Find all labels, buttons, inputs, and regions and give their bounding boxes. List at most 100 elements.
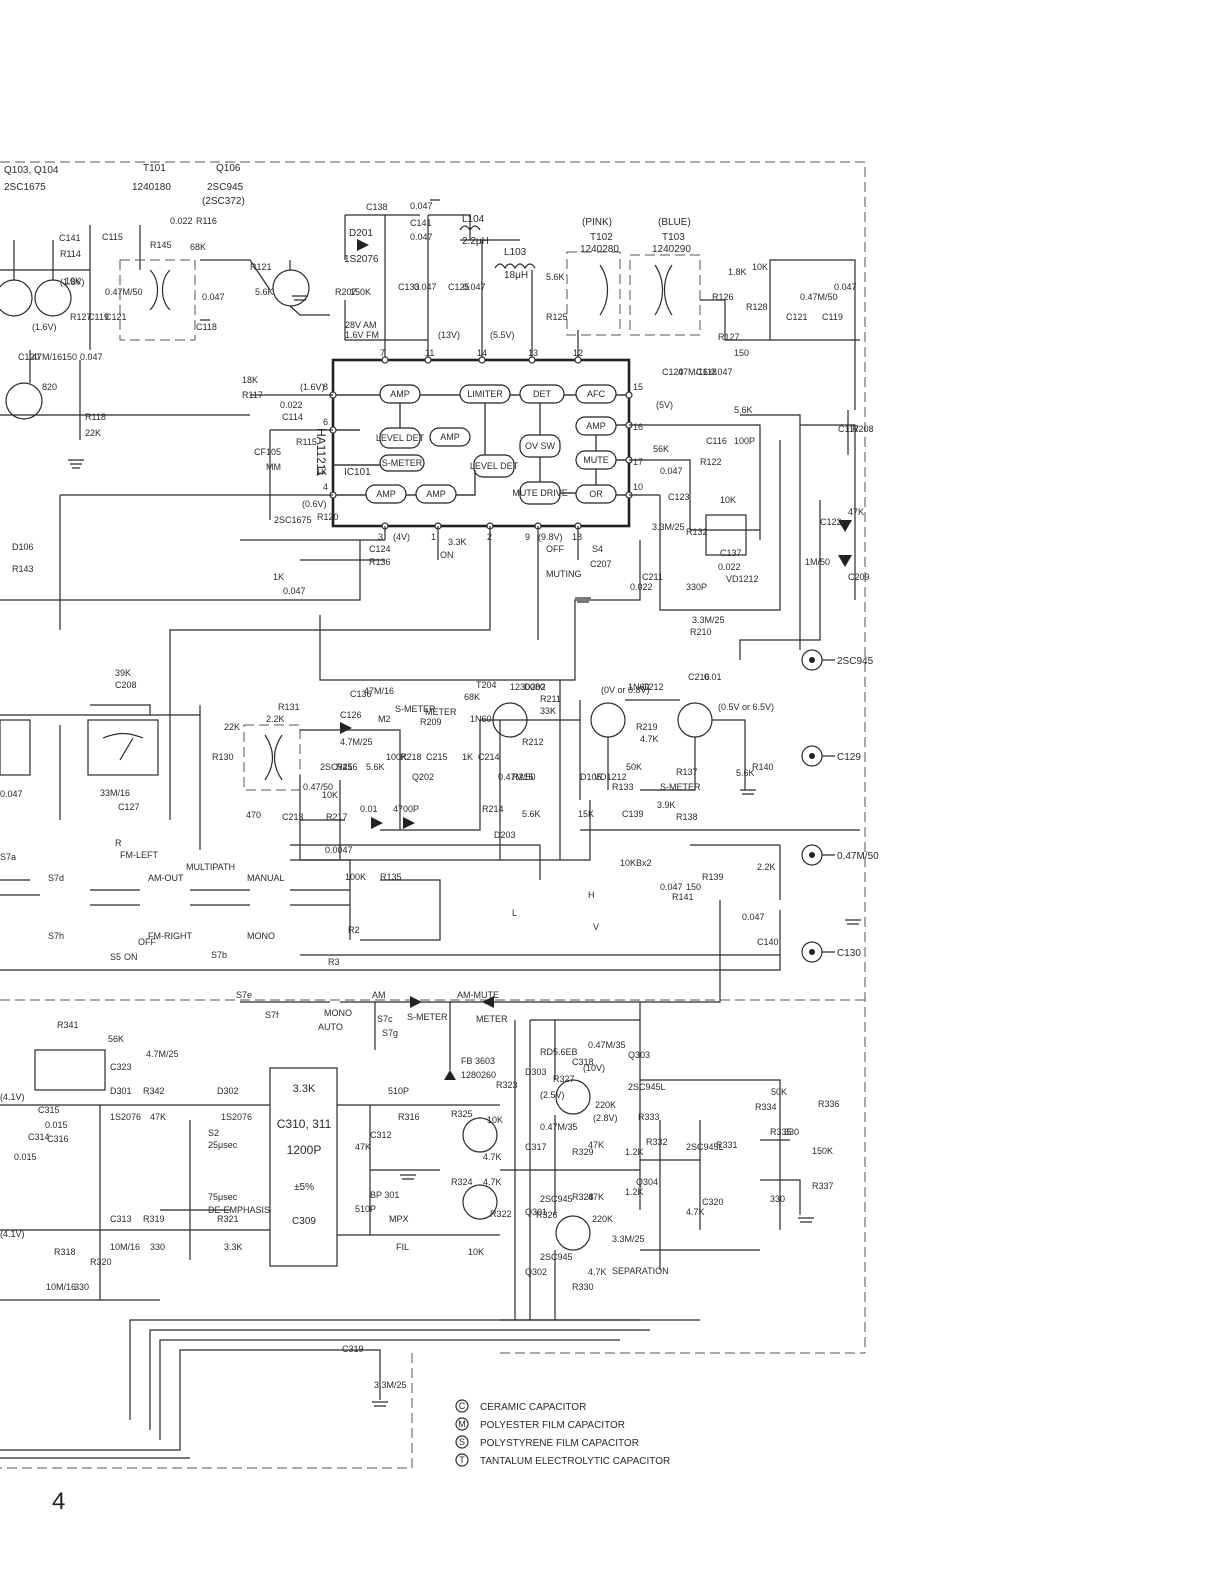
q302-transistor — [462, 1184, 498, 1220]
svg-text:D105: D105 — [580, 772, 602, 782]
svg-text:R131: R131 — [278, 702, 300, 712]
svg-text:T204: T204 — [476, 680, 497, 690]
svg-text:47K: 47K — [355, 1142, 371, 1152]
svg-text:0.047: 0.047 — [463, 282, 486, 292]
svg-text:IC101: IC101 — [344, 467, 371, 478]
svg-text:Q106: Q106 — [216, 163, 241, 174]
svg-text:D201: D201 — [349, 228, 373, 239]
svg-text:S2: S2 — [208, 1128, 219, 1138]
svg-text:1N60: 1N60 — [628, 682, 650, 692]
svg-text:R325: R325 — [451, 1109, 473, 1119]
ic-peripheral-wiring: 18K R117 0.022 C114 R115 1K CF105 MM 2SC… — [0, 375, 874, 820]
svg-text:M2: M2 — [378, 714, 391, 724]
svg-text:Q202: Q202 — [412, 772, 434, 782]
svg-text:1S2076: 1S2076 — [110, 1112, 141, 1122]
svg-text:C320: C320 — [702, 1197, 724, 1207]
svg-text:R145: R145 — [150, 240, 172, 250]
svg-text:HA11211: HA11211 — [314, 428, 328, 477]
svg-text:D301: D301 — [110, 1086, 132, 1096]
svg-text:1.8K: 1.8K — [728, 267, 747, 277]
svg-text:L: L — [512, 908, 517, 918]
svg-text:C208: C208 — [115, 680, 137, 690]
svg-text:C211: C211 — [642, 572, 663, 582]
svg-text:S7h: S7h — [48, 931, 64, 941]
svg-text:2.2μH: 2.2μH — [462, 236, 489, 247]
svg-text:(2SC372): (2SC372) — [202, 196, 245, 207]
svg-text:11: 11 — [425, 348, 434, 358]
svg-text:C119: C119 — [822, 312, 843, 322]
svg-text:68K: 68K — [190, 242, 206, 252]
svg-text:C319: C319 — [342, 1344, 364, 1354]
svg-text:4: 4 — [323, 482, 328, 492]
svg-text:1200P: 1200P — [287, 1143, 322, 1157]
svg-text:R2: R2 — [348, 925, 360, 935]
svg-text:S7g: S7g — [382, 1028, 398, 1038]
svg-text:R122: R122 — [700, 457, 722, 467]
svg-text:1K: 1K — [273, 572, 284, 582]
svg-text:OV SW: OV SW — [525, 441, 556, 451]
s-meter-m2 — [87, 719, 159, 776]
svg-text:S7d: S7d — [48, 873, 64, 883]
legend-tantalum-symbol — [455, 1453, 469, 1467]
svg-text:C136: C136 — [350, 689, 372, 699]
svg-text:1280260: 1280260 — [461, 1070, 496, 1080]
svg-text:3.3M/25: 3.3M/25 — [374, 1380, 407, 1390]
svg-text:10M/16: 10M/16 — [110, 1242, 140, 1252]
svg-text:0.0047: 0.0047 — [325, 845, 353, 855]
svg-text:5.6K: 5.6K — [736, 768, 755, 778]
svg-text:2SC945: 2SC945 — [540, 1194, 573, 1204]
svg-text:T102: T102 — [590, 232, 613, 243]
svg-text:R136: R136 — [369, 557, 391, 567]
svg-text:L104: L104 — [462, 214, 485, 225]
svg-text:T101: T101 — [143, 163, 166, 174]
svg-text:5.6K: 5.6K — [366, 762, 385, 772]
svg-text:C120: C120 — [662, 367, 684, 377]
svg-text:18: 18 — [572, 532, 582, 542]
svg-text:C209: C209 — [848, 572, 870, 582]
svg-text:0.015: 0.015 — [45, 1120, 68, 1130]
svg-text:C215: C215 — [426, 752, 448, 762]
svg-text:R319: R319 — [143, 1214, 165, 1224]
svg-text:FM-LEFT: FM-LEFT — [120, 850, 158, 860]
svg-text:S7c: S7c — [377, 1014, 393, 1024]
svg-text:12: 12 — [573, 348, 583, 358]
svg-text:(9.8V): (9.8V) — [538, 532, 563, 542]
svg-text:0.047: 0.047 — [742, 912, 765, 922]
svg-text:510P: 510P — [355, 1204, 376, 1214]
svg-text:OR: OR — [589, 489, 603, 499]
svg-text:VD1212: VD1212 — [726, 574, 759, 584]
svg-text:R132: R132 — [686, 527, 708, 537]
svg-text:D303: D303 — [525, 1067, 547, 1077]
svg-text:330: 330 — [74, 1282, 89, 1292]
svg-text:C121: C121 — [786, 312, 808, 322]
svg-text:1.6V FM: 1.6V FM — [345, 330, 379, 340]
svg-text:S5: S5 — [110, 952, 121, 962]
svg-text:L103: L103 — [504, 247, 527, 258]
svg-text:1N60: 1N60 — [470, 714, 492, 724]
ic-block-level-det-2 — [473, 454, 515, 478]
svg-text:2SC1675: 2SC1675 — [4, 182, 46, 193]
svg-text:510P: 510P — [388, 1086, 409, 1096]
svg-text:2SC945: 2SC945 — [540, 1252, 573, 1262]
svg-text:S7f: S7f — [265, 1010, 279, 1020]
svg-text:4.7K: 4.7K — [588, 1267, 607, 1277]
svg-text:33K: 33K — [540, 706, 556, 716]
svg-text:15: 15 — [633, 382, 643, 392]
svg-text:S-METER: S-METER — [660, 782, 701, 792]
svg-text:R211: R211 — [540, 694, 561, 704]
svg-text:C122: C122 — [820, 517, 842, 527]
svg-text:C: C — [459, 1401, 466, 1411]
svg-text:C118: C118 — [696, 367, 717, 377]
svg-text:68K: 68K — [464, 692, 480, 702]
svg-text:3.3K: 3.3K — [293, 1083, 316, 1095]
svg-text:3.3M/25: 3.3M/25 — [612, 1234, 645, 1244]
svg-text:R334: R334 — [755, 1102, 777, 1112]
svg-text:22K: 22K — [224, 722, 240, 732]
svg-text:C116: C116 — [706, 436, 727, 446]
svg-text:C141: C141 — [410, 218, 432, 228]
svg-text:50K: 50K — [771, 1087, 787, 1097]
svg-text:R133: R133 — [612, 782, 634, 792]
svg-text:C121: C121 — [105, 312, 127, 322]
svg-text:5.6K: 5.6K — [522, 809, 541, 819]
svg-text:C313: C313 — [110, 1214, 132, 1224]
